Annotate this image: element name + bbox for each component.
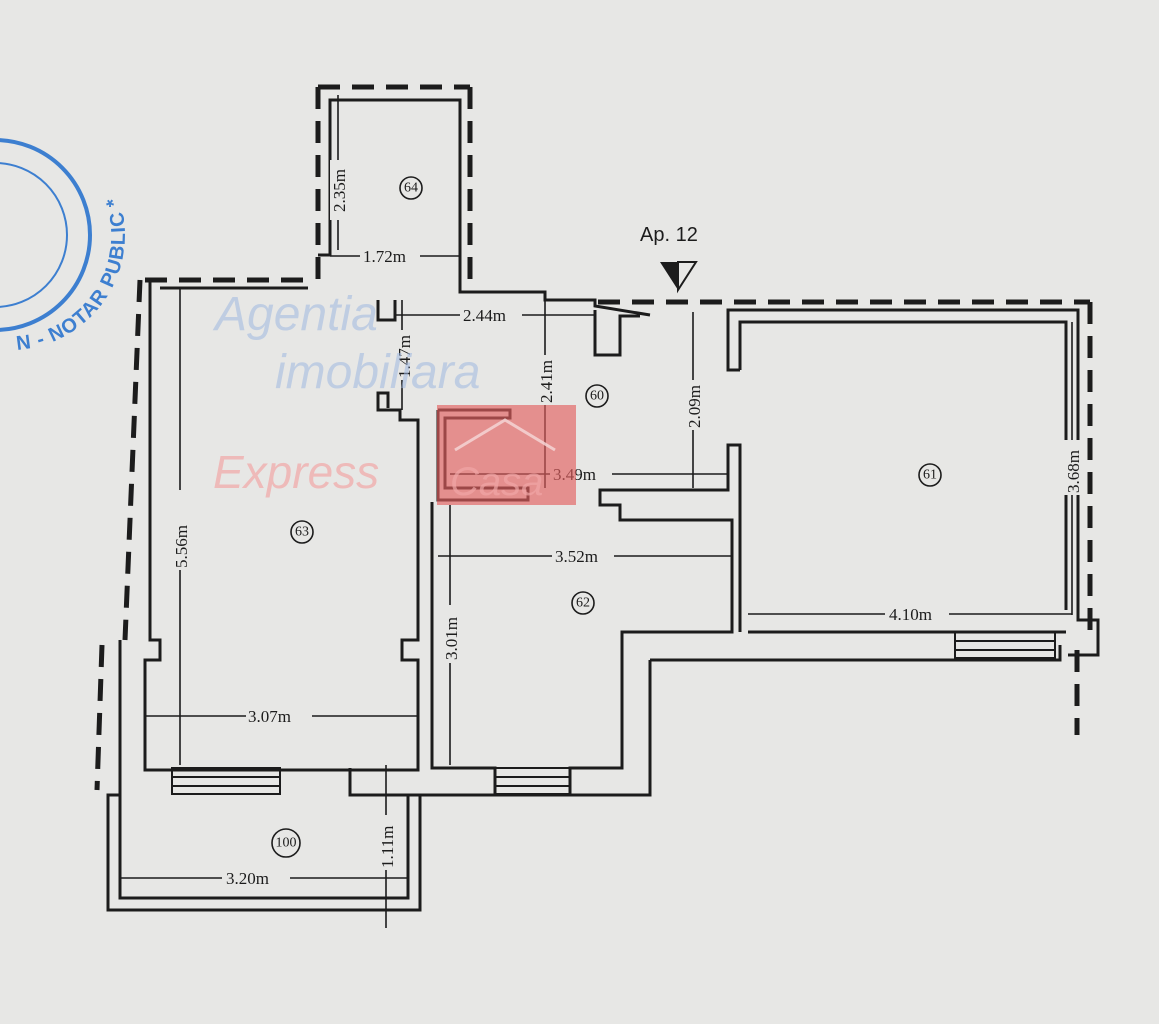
dim-60-height: 2.41m xyxy=(537,360,556,403)
svg-text:61: 61 xyxy=(923,468,937,483)
dimension-lines xyxy=(120,95,1073,928)
dim-64-height: 2.35m xyxy=(330,169,349,212)
room-60-marker: 60 xyxy=(585,384,609,408)
entrance-marker-icon xyxy=(660,261,698,294)
room-61-marker: 61 xyxy=(918,463,942,487)
svg-text:63: 63 xyxy=(295,525,309,540)
exterior-dashed-lines xyxy=(94,84,1093,791)
walls xyxy=(106,98,1100,912)
apartment-label: Ap. 12 xyxy=(640,224,698,246)
dim-hall-small: 1.47m xyxy=(395,335,414,378)
svg-text:Express: Express xyxy=(213,446,379,498)
dim-64-width: 1.72m xyxy=(363,247,406,266)
room-62-marker: 62 xyxy=(571,591,595,615)
dim-63-height: 5.56m xyxy=(172,525,191,568)
dim-hall-width: 2.44m xyxy=(463,306,506,325)
dim-100-width: 3.20m xyxy=(226,869,269,888)
svg-text:60: 60 xyxy=(590,389,604,404)
dim-60-right: 2.09m xyxy=(685,385,704,428)
dim-100-height: 1.11m xyxy=(378,826,397,868)
dim-61-height: 3.68m xyxy=(1064,450,1083,493)
agency-watermark: Agentia imobiliara Express Casa xyxy=(212,288,576,505)
room-markers: 64 60 61 62 63 100 xyxy=(271,176,942,858)
dim-63-width: 3.07m xyxy=(248,707,291,726)
notary-stamp: N - NOTAR PUBLIC * xyxy=(0,138,130,355)
room-100-marker: 100 xyxy=(271,828,301,858)
svg-text:62: 62 xyxy=(576,596,590,611)
svg-text:imobiliara: imobiliara xyxy=(275,346,480,399)
dim-61-width: 4.10m xyxy=(889,605,932,624)
dimension-labels: 2.35m 1.72m 2.44m 1.47m 2.41m 2.09m 3.49… xyxy=(171,160,1083,888)
dim-62-height: 3.01m xyxy=(442,617,461,660)
svg-text:64: 64 xyxy=(404,181,418,196)
room-63-marker: 63 xyxy=(290,520,314,544)
svg-text:100: 100 xyxy=(276,836,297,851)
stamp-text: N - NOTAR PUBLIC * xyxy=(15,194,130,355)
svg-text:Casa: Casa xyxy=(450,460,543,504)
room-64-marker: 64 xyxy=(399,176,423,200)
dim-62-width: 3.52m xyxy=(555,547,598,566)
svg-text:Agentia: Agentia xyxy=(212,288,378,341)
